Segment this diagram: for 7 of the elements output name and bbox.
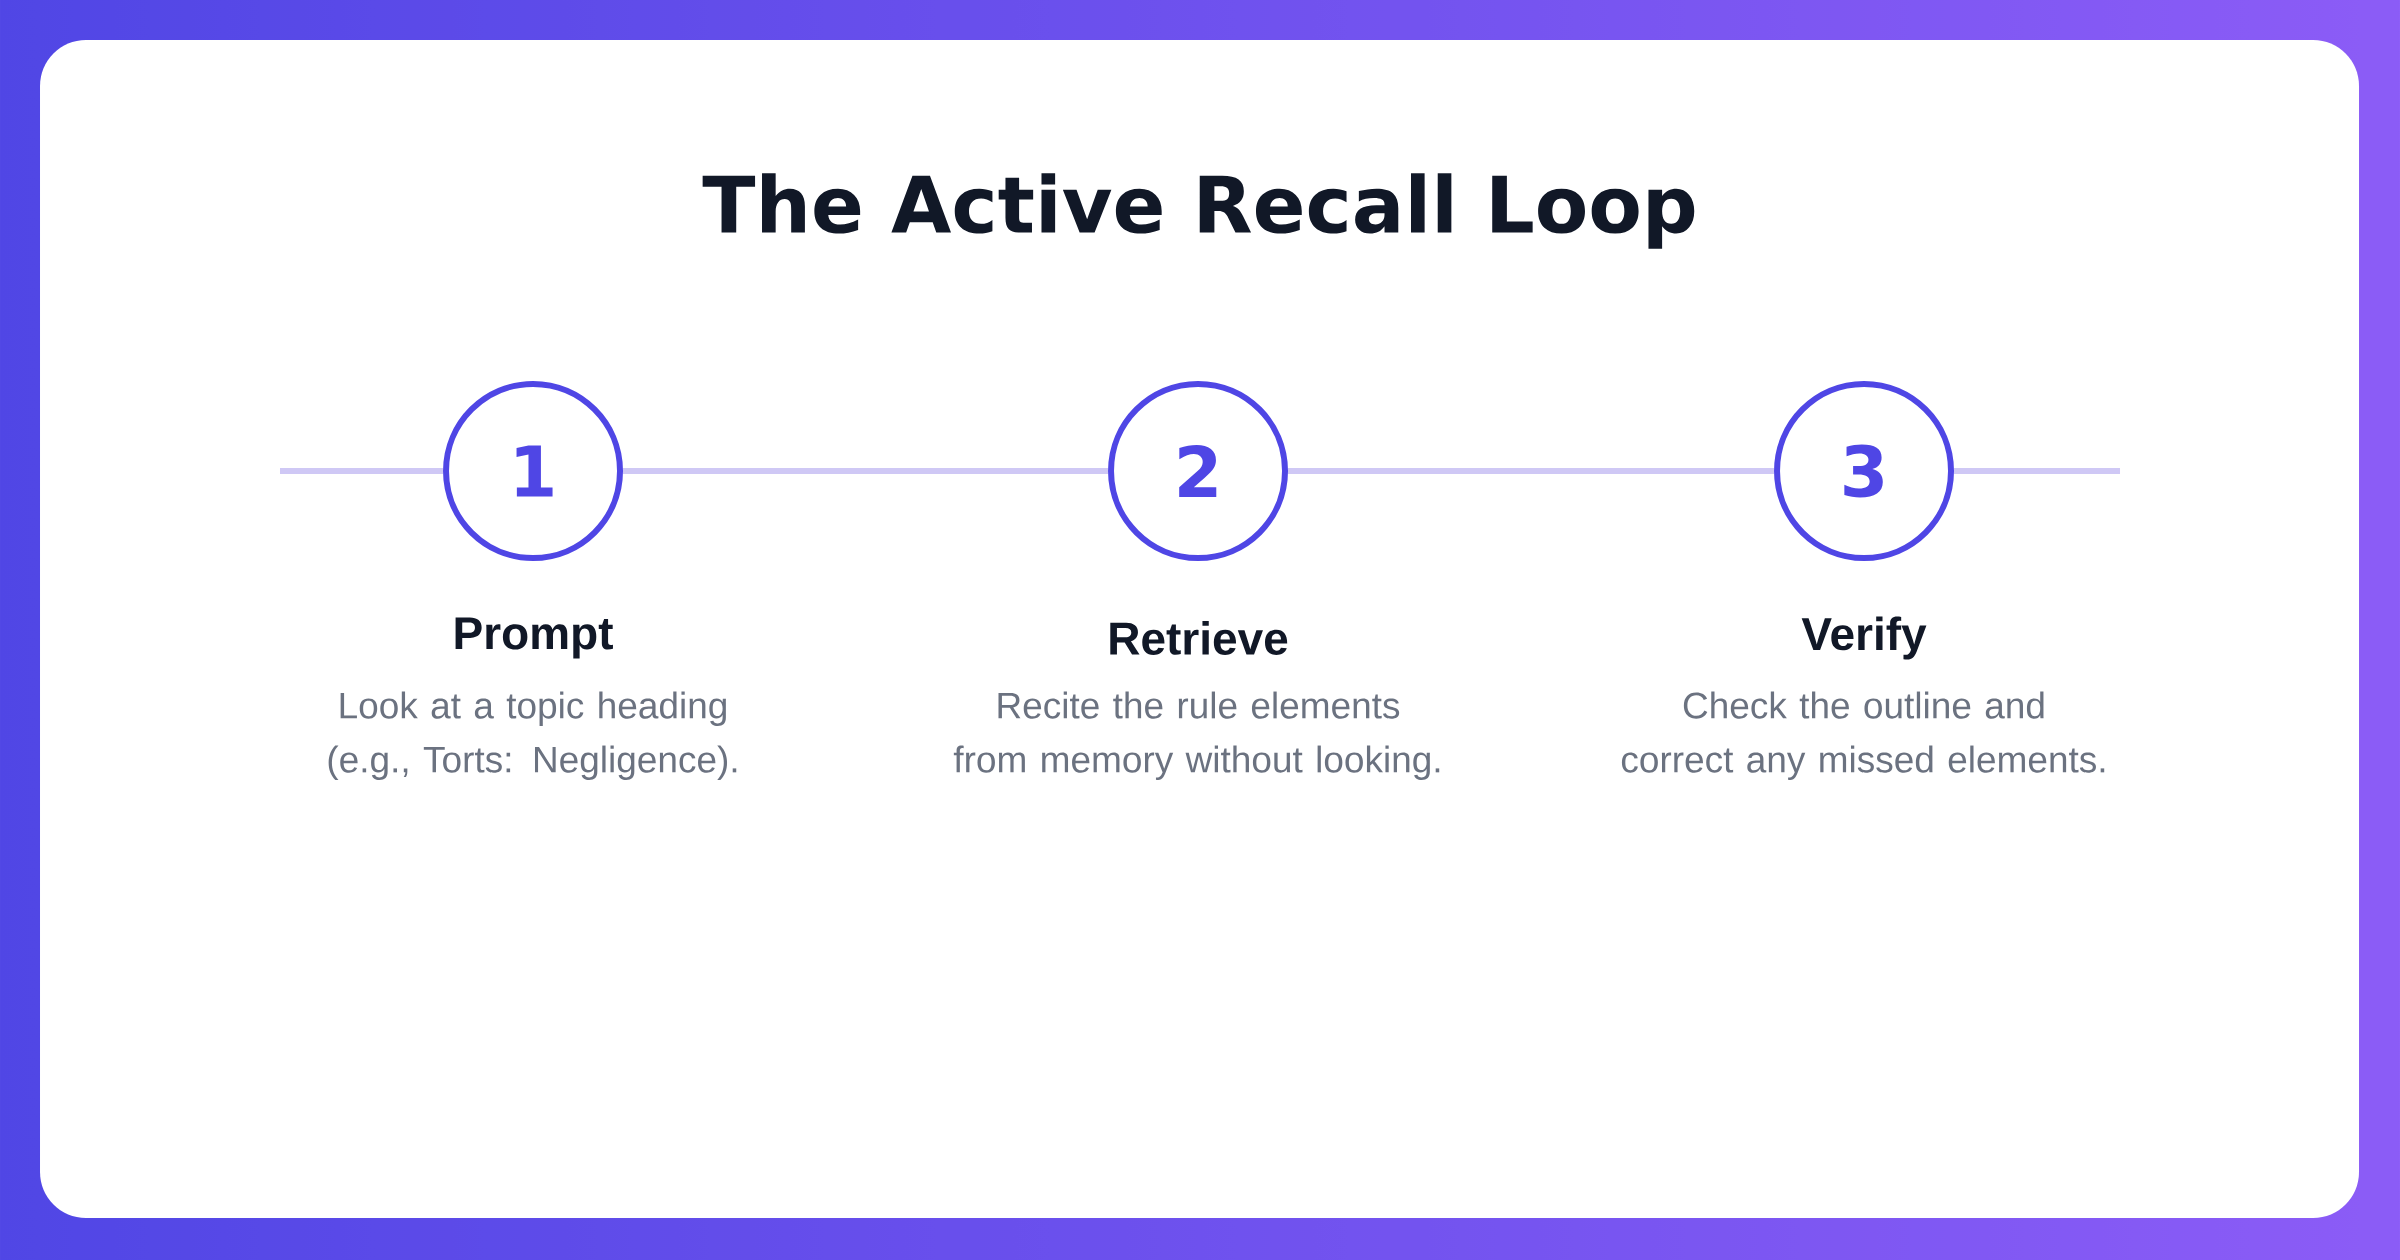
step-heading: Retrieve — [1110, 621, 1288, 655]
step-description: Look at a topic heading (e.g., Torts: Negligence). — [328, 691, 737, 781]
step-description: Recite the rule elements from memory without looking. — [953, 691, 1440, 781]
step-description: Check the outline and correct any missed elements. — [1621, 691, 2105, 781]
title: The Active Recall Loop — [702, 173, 1695, 249]
step-heading: Verify — [1801, 616, 1927, 660]
step-heading: Prompt — [455, 617, 613, 659]
